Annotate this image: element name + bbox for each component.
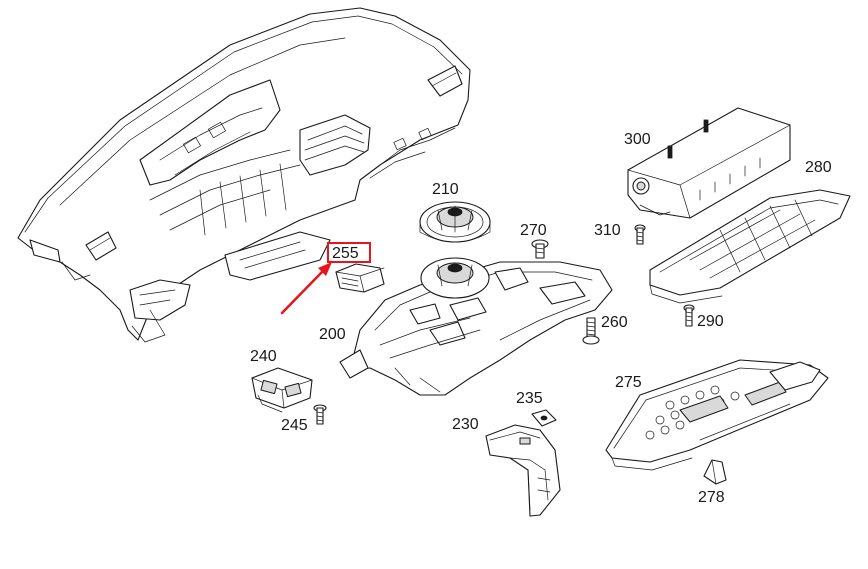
part-275-panel[interactable]: [605, 359, 829, 471]
part-270-clip[interactable]: [531, 239, 549, 259]
label-310[interactable]: 310: [594, 222, 621, 239]
label-290[interactable]: 290: [697, 313, 724, 330]
part-200-bracket[interactable]: [339, 257, 613, 396]
part-310-bolt[interactable]: [634, 224, 646, 245]
label-300[interactable]: 300: [624, 131, 651, 148]
callout-arrow-255: [280, 262, 332, 315]
part-280-tray[interactable]: [649, 189, 851, 304]
label-245[interactable]: 245: [281, 417, 308, 434]
part-255-module[interactable]: [335, 263, 385, 293]
part-230-bracket[interactable]: [485, 424, 561, 517]
label-280[interactable]: 280: [805, 159, 832, 176]
label-240[interactable]: 240: [250, 348, 277, 365]
label-255[interactable]: 255: [332, 245, 359, 262]
label-270[interactable]: 270: [520, 222, 547, 239]
part-278-clip[interactable]: [703, 459, 727, 485]
label-260[interactable]: 260: [601, 314, 628, 331]
part-260-bolt[interactable]: [582, 317, 600, 345]
part-300-module[interactable]: [627, 107, 791, 219]
label-278[interactable]: 278: [698, 489, 725, 506]
label-210[interactable]: 210: [432, 181, 459, 198]
label-200[interactable]: 200: [319, 326, 346, 343]
dashboard-assembly[interactable]: [17, 7, 471, 343]
part-235-clip[interactable]: [531, 409, 557, 427]
part-240-bracket[interactable]: [251, 367, 313, 413]
label-235[interactable]: 235: [516, 390, 543, 407]
part-210-speaker[interactable]: [419, 201, 491, 243]
part-290-bolt[interactable]: [683, 304, 695, 327]
label-275[interactable]: 275: [615, 374, 642, 391]
label-230[interactable]: 230: [452, 416, 479, 433]
part-245-screw[interactable]: [313, 404, 327, 425]
